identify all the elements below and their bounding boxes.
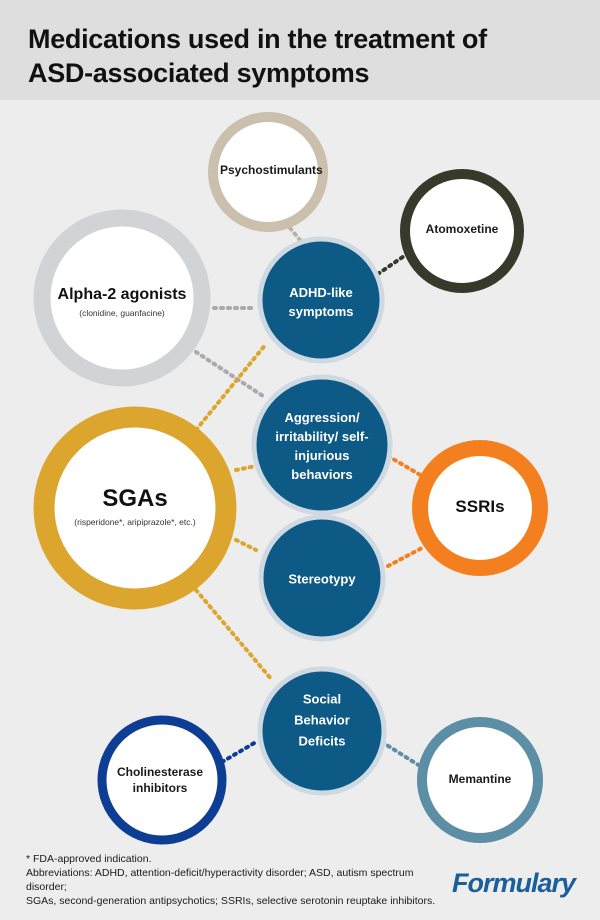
footnote: * FDA-approved indication. Abbreviations…	[26, 852, 456, 908]
cholinesterase-circle	[97, 715, 227, 845]
abbreviations-line-1: Abbreviations: ADHD, attention-deficit/h…	[26, 867, 414, 893]
atomoxetine-circle	[400, 169, 524, 293]
sgas-label: SGAs (risperidone*, aripiprazole*, etc.)	[55, 485, 215, 527]
connector-sgas-adhd	[194, 342, 268, 432]
social-symptom-label: Social Behavior Deficits	[294, 691, 350, 749]
sgas-examples: (risperidone*, aripiprazole*, etc.)	[74, 517, 196, 527]
sgas-circle	[33, 406, 237, 610]
aggression-symptom-circle	[251, 374, 393, 516]
adhd-symptom-circle	[257, 236, 385, 364]
alpha2-examples: (clonidine, guanfacine)	[79, 308, 165, 318]
title-line-2: ASD-associated symptoms	[28, 58, 370, 88]
adhd-symptom-label: ADHD-like symptoms	[288, 285, 354, 319]
connector-alpha2-aggression	[194, 350, 268, 400]
ssris-label: SSRIs	[455, 497, 505, 516]
psychostimulants-label: Psychostimulants	[220, 163, 323, 177]
stereotypy-symptom-circle	[258, 514, 386, 642]
cholinesterase-label: Cholinesterase inhibitors	[116, 765, 204, 795]
connector-memantine-social	[380, 740, 422, 768]
page-title: Medications used in the treatment of ASD…	[28, 22, 588, 90]
connector-sgas-stereotypy	[234, 538, 258, 552]
memantine-circle	[417, 717, 543, 843]
header-band	[0, 0, 600, 100]
title-line-1: Medications used in the treatment of	[28, 24, 487, 54]
social-symptom-circle	[257, 666, 387, 796]
sgas-name: SGAs	[102, 485, 168, 512]
alpha2-name: Alpha-2 agonists	[57, 286, 187, 303]
formulary-logo: Formulary	[452, 868, 576, 898]
connector-sgas-social	[194, 588, 274, 682]
connector-ssris-stereotypy	[386, 546, 424, 568]
memantine-label: Memantine	[448, 772, 512, 786]
psychostimulants-circle	[208, 112, 328, 232]
abbreviations-line-2: SGAs, second-generation antipsychotics; …	[26, 895, 436, 907]
alpha2-circle	[33, 209, 211, 387]
ssris-circle	[412, 440, 548, 576]
fda-note: * FDA-approved indication.	[26, 853, 152, 865]
connector-ssris-aggression	[386, 454, 424, 478]
atomoxetine-label: Atomoxetine	[425, 222, 499, 236]
alpha2-label: Alpha-2 agonists (clonidine, guanfacine)	[52, 286, 192, 318]
connector-cholinesterase-social	[220, 740, 258, 764]
stereotypy-symptom-label: Stereotypy	[288, 571, 356, 587]
aggression-symptom-label: Aggression/ irritability/ self-injurious…	[275, 410, 369, 482]
connector-sgas-aggression	[234, 464, 258, 472]
